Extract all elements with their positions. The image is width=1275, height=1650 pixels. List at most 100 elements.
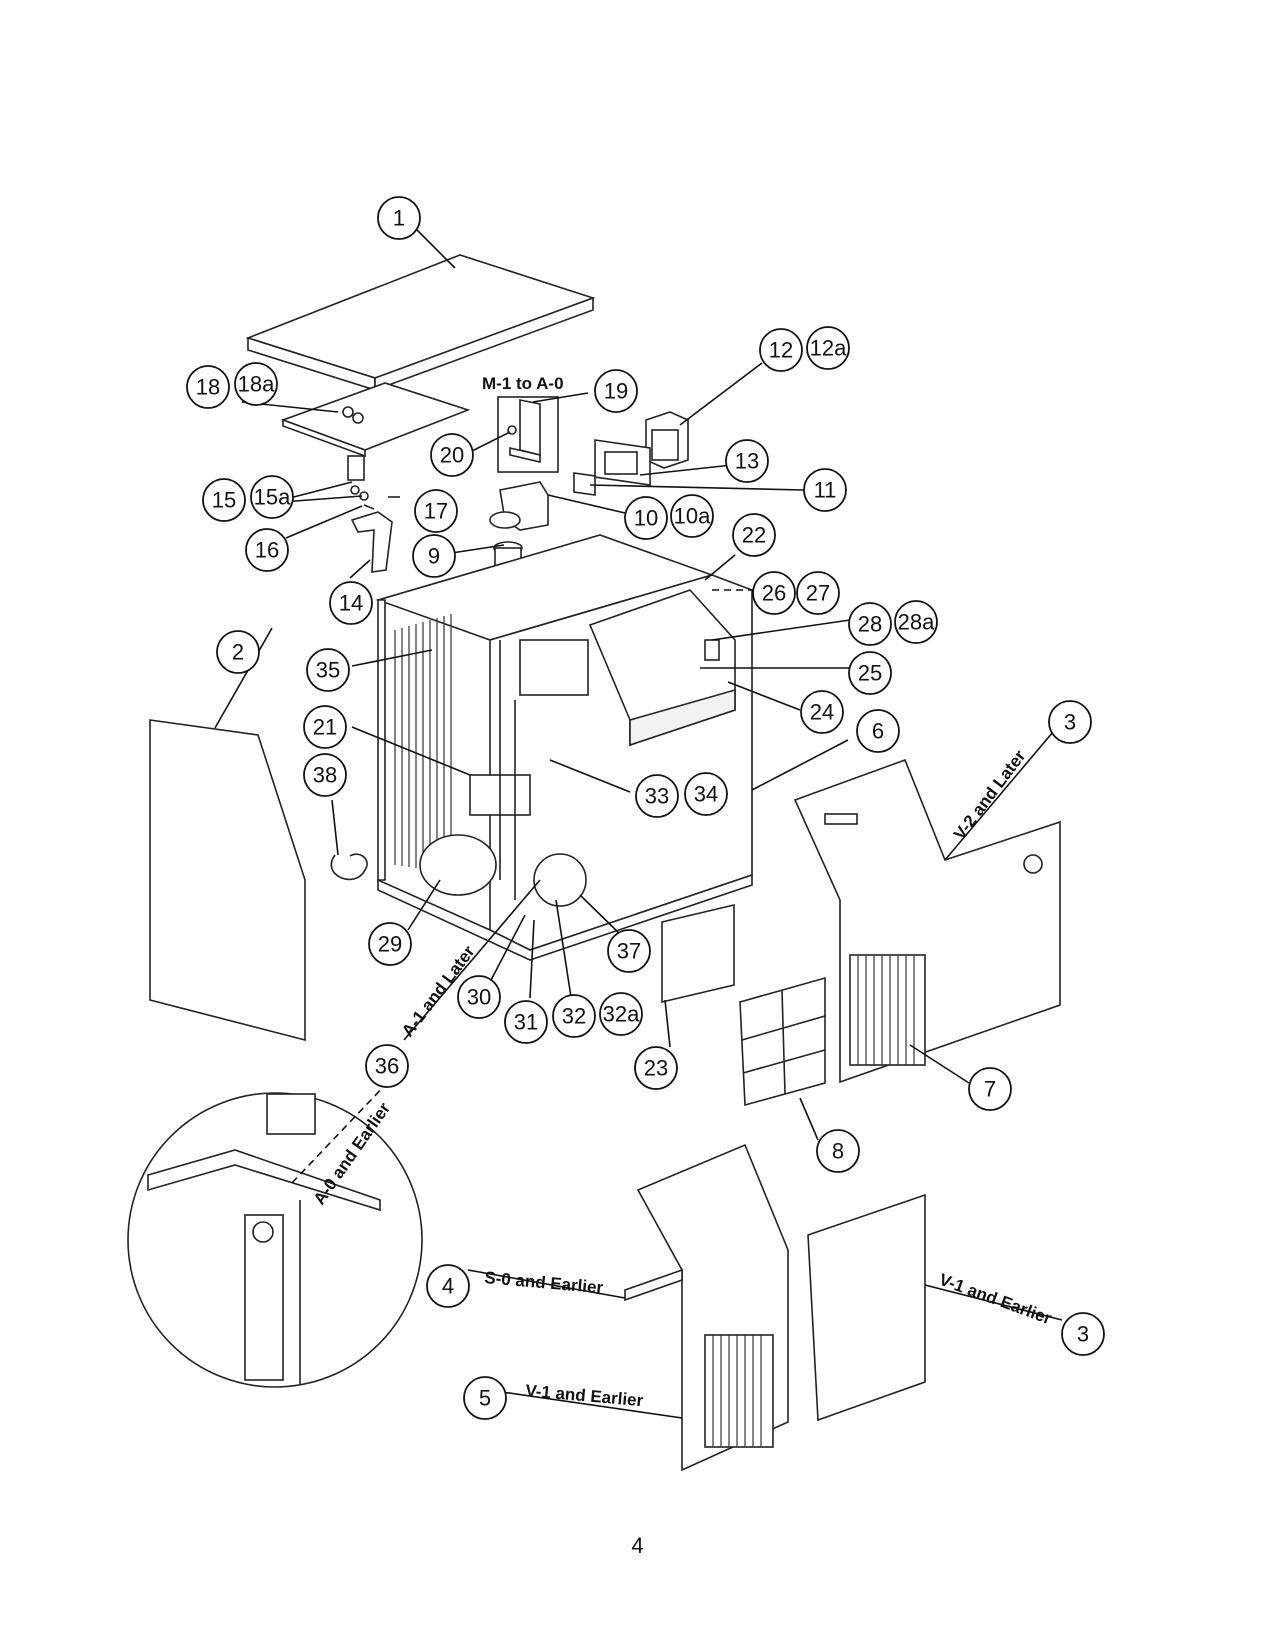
- svg-text:16: 16: [255, 538, 279, 563]
- svg-text:32: 32: [562, 1004, 586, 1029]
- svg-text:36: 36: [375, 1054, 399, 1079]
- callout-13: 13: [725, 439, 769, 483]
- svg-text:26: 26: [762, 581, 786, 606]
- front-panel-lower-left: [624, 1143, 789, 1472]
- svg-text:28: 28: [858, 612, 882, 637]
- svg-text:27: 27: [806, 581, 830, 606]
- svg-text:4: 4: [442, 1274, 454, 1299]
- note-s0-and-earlier: S-0 and Earlier: [484, 1268, 605, 1297]
- svg-text:7: 7: [984, 1077, 996, 1102]
- condenser-fins: [394, 614, 452, 873]
- callout-14: 14: [329, 581, 373, 625]
- svg-text:8: 8: [832, 1139, 844, 1164]
- cover-plate: [280, 382, 471, 458]
- svg-text:25: 25: [858, 661, 882, 686]
- note-v1-and-earlier-3: V-1 and Earlier: [937, 1270, 1055, 1328]
- callout-2: 2: [216, 630, 260, 674]
- callout-15: 15: [202, 478, 246, 522]
- front-panel-grille: [849, 954, 926, 1066]
- callout-19: 19: [594, 369, 638, 413]
- callout-12a: 12a: [806, 326, 850, 370]
- svg-text:14: 14: [339, 591, 363, 616]
- svg-text:15a: 15a: [254, 485, 291, 510]
- svg-text:29: 29: [378, 932, 402, 957]
- leader-lines: [214, 227, 1063, 1419]
- svg-text:20: 20: [440, 443, 464, 468]
- main-cabinet: [330, 534, 753, 961]
- svg-text:18a: 18a: [238, 372, 275, 397]
- callout-4: 4: [426, 1264, 470, 1308]
- callout-35: 35: [306, 648, 350, 692]
- small-hardware: [347, 455, 400, 573]
- svg-text:10a: 10a: [674, 504, 711, 529]
- callout-36: 36: [365, 1044, 409, 1088]
- callout-10: 10: [624, 496, 668, 540]
- svg-text:6: 6: [872, 719, 884, 744]
- callout-11: 11: [803, 468, 847, 512]
- note-m1-to-a0: M-1 to A-0: [482, 374, 564, 393]
- callout-37: 37: [607, 929, 651, 973]
- callout-10a: 10a: [670, 494, 714, 538]
- callout-18a: 18a: [234, 362, 278, 406]
- callout-5: 5: [463, 1376, 507, 1420]
- svg-text:3: 3: [1064, 710, 1076, 735]
- callout-29: 29: [368, 922, 412, 966]
- svg-text:22: 22: [742, 523, 766, 548]
- callout-22: 22: [732, 513, 776, 557]
- svg-text:37: 37: [617, 939, 641, 964]
- svg-text:34: 34: [694, 782, 718, 807]
- svg-text:15: 15: [212, 488, 236, 513]
- svg-text:28a: 28a: [898, 610, 935, 635]
- svg-text:11: 11: [814, 478, 837, 503]
- note-v1-and-earlier-5: V-1 and Earlier: [525, 1381, 645, 1410]
- svg-text:23: 23: [644, 1056, 668, 1081]
- duct-assembly: [573, 411, 689, 496]
- callout-17: 17: [414, 489, 458, 533]
- svg-text:30: 30: [467, 985, 491, 1010]
- detail-inset: [127, 1092, 423, 1388]
- callout-1: 1: [377, 196, 421, 240]
- callout-3-lower: 3: [1061, 1312, 1105, 1356]
- callout-8: 8: [816, 1129, 860, 1173]
- access-panel: [661, 903, 735, 1004]
- svg-text:17: 17: [424, 499, 448, 524]
- callout-18: 18: [186, 365, 230, 409]
- front-panel-upper: [793, 758, 1061, 1084]
- svg-text:10: 10: [634, 506, 658, 531]
- callout-27: 27: [796, 571, 840, 615]
- svg-text:2: 2: [232, 640, 244, 665]
- page-number: 4: [631, 1533, 644, 1558]
- callout-23: 23: [634, 1046, 678, 1090]
- svg-text:19: 19: [604, 379, 628, 404]
- bracket-box: [497, 396, 559, 473]
- front-panel-lower-right: [807, 1193, 926, 1422]
- callout-3-upper: 3: [1048, 700, 1092, 744]
- svg-text:18: 18: [196, 375, 220, 400]
- svg-text:35: 35: [316, 658, 340, 683]
- air-filter: [739, 976, 826, 1107]
- callout-15a: 15a: [250, 475, 294, 519]
- callout-21: 21: [303, 705, 347, 749]
- callout-24: 24: [800, 690, 844, 734]
- callout-34: 34: [684, 772, 728, 816]
- svg-text:3: 3: [1077, 1322, 1089, 1347]
- note-v2-and-later: V-2 and Later: [950, 746, 1030, 843]
- svg-text:33: 33: [645, 784, 669, 809]
- callout-6: 6: [856, 709, 900, 753]
- svg-text:1: 1: [393, 206, 405, 231]
- callout-32a: 32a: [599, 992, 643, 1036]
- callout-33: 33: [635, 774, 679, 818]
- callout-12: 12: [759, 328, 803, 372]
- top-panel: [245, 254, 596, 392]
- callout-25: 25: [848, 651, 892, 695]
- svg-text:13: 13: [735, 449, 759, 474]
- callout-20: 20: [430, 433, 474, 477]
- svg-text:12a: 12a: [810, 336, 847, 361]
- callout-9: 9: [412, 534, 456, 578]
- left-side-panel: [149, 719, 306, 1042]
- callout-7: 7: [968, 1067, 1012, 1111]
- callout-16: 16: [245, 528, 289, 572]
- svg-text:9: 9: [428, 544, 440, 569]
- svg-text:21: 21: [313, 715, 337, 740]
